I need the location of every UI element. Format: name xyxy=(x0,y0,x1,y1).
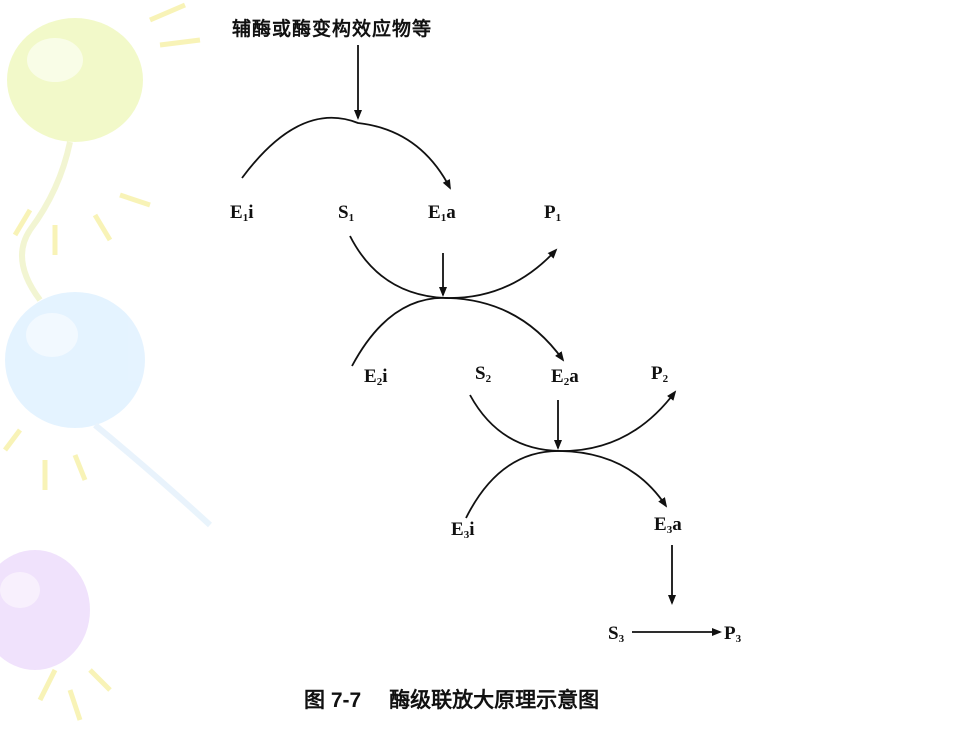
figure-title: 酶级联放大原理示意图 xyxy=(389,688,600,712)
node-p2: P2 xyxy=(651,363,669,385)
figure-number: 图 7-7 xyxy=(304,689,362,712)
node-s3: S3 xyxy=(608,623,625,645)
catalysis-arc-1 xyxy=(349,235,558,299)
balloon-violet xyxy=(0,550,112,721)
node-e2a: E2a xyxy=(551,366,579,388)
node-p1: P1 xyxy=(544,202,562,224)
effector-label: 辅酶或酶变构效应物等 xyxy=(232,18,433,40)
node-s2: S2 xyxy=(475,363,492,385)
node-p3: P3 xyxy=(724,623,742,645)
balloon-blue xyxy=(3,292,213,528)
activation-arc-3 xyxy=(465,450,668,519)
activation-arc-2 xyxy=(351,297,565,367)
node-s1: S1 xyxy=(338,202,355,224)
node-e1i: E1i xyxy=(230,202,254,224)
figure-caption: 图 7-7 酶级联放大原理示意图 xyxy=(296,684,599,714)
node-e3i: E3i xyxy=(451,519,475,541)
node-e3a: E3a xyxy=(654,514,682,536)
node-e2i: E2i xyxy=(364,366,388,388)
balloon-yellow xyxy=(7,2,201,302)
node-e1a: E1a xyxy=(428,202,456,224)
activation-arc-1 xyxy=(241,116,451,190)
catalysis-arc-2 xyxy=(469,390,677,452)
